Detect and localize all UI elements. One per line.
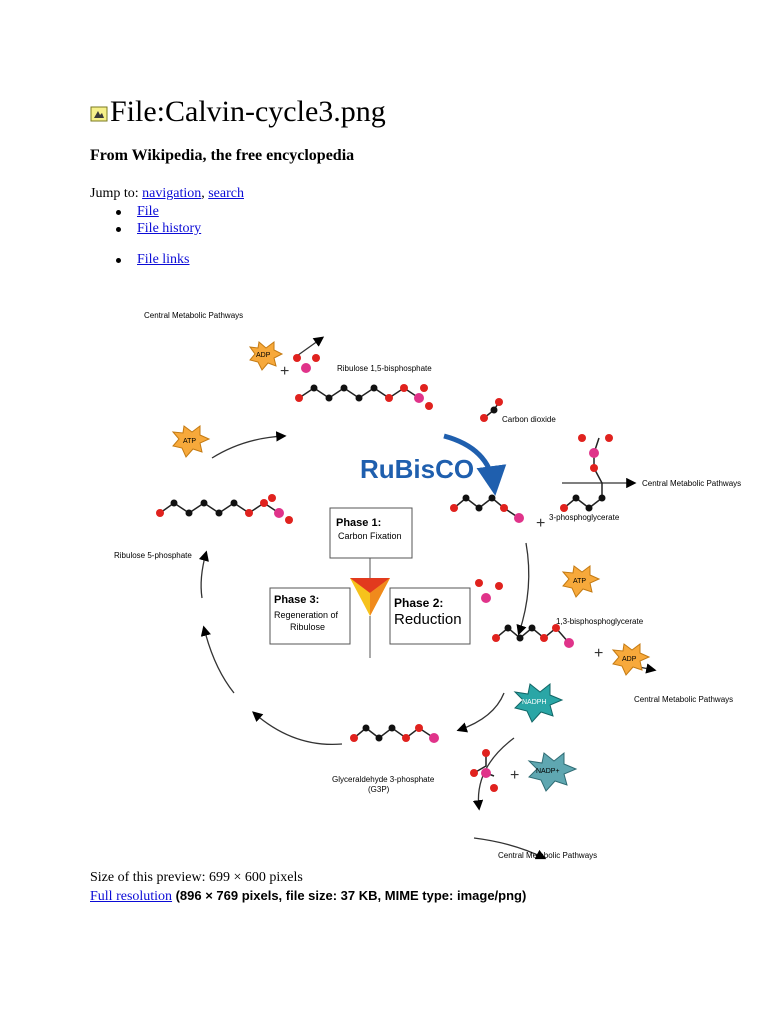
- tab-file-link[interactable]: File: [137, 204, 159, 219]
- full-resolution-line: Full resolution (896 × 769 pixels, file …: [90, 888, 526, 905]
- svg-text:NADP+: NADP+: [536, 768, 560, 775]
- full-resolution-link[interactable]: Full resolution: [90, 889, 173, 904]
- svg-text:+: +: [594, 645, 603, 662]
- svg-text:Ribulose: Ribulose: [290, 622, 325, 632]
- tab-file-links-link[interactable]: File links: [137, 252, 190, 267]
- jump-to-line: Jump to: navigation, search: [90, 186, 244, 202]
- phase-2-box: Phase 2: Reduction: [389, 587, 471, 645]
- svg-text:ADP: ADP: [256, 352, 271, 359]
- calvin-cycle-image[interactable]: Central Metabolic Pathways Ribulose 1,5-…: [94, 298, 754, 864]
- svg-text:Regeneration of: Regeneration of: [274, 610, 339, 620]
- label-g3p: Glyceraldehyde 3-phosphate: [332, 775, 435, 784]
- atp-star-right: ATP: [561, 565, 601, 598]
- preview-size-text: Size of this preview: 699 × 600 pixels: [90, 870, 303, 885]
- rubisco-arrow: [443, 433, 507, 496]
- tab-file-history: File history: [116, 221, 201, 237]
- svg-text:ADP: ADP: [622, 656, 637, 663]
- label-rubisco: RuBisCO: [360, 454, 474, 484]
- tab-file-history-link[interactable]: File history: [137, 221, 202, 236]
- label-phosphoglycerate: 3-phosphoglycerate: [549, 513, 620, 522]
- adp-star-top: ADP: [248, 341, 284, 371]
- jump-search-link[interactable]: search: [208, 186, 244, 201]
- file-icon: [90, 106, 108, 122]
- atoms: [156, 354, 613, 792]
- title-row: File:Calvin-cycle3.png: [90, 92, 386, 132]
- svg-text:Phase 3:: Phase 3:: [274, 594, 319, 606]
- svg-text:Reduction: Reduction: [394, 611, 462, 628]
- label-central-pathways-right: Central Metabolic Pathways: [642, 479, 741, 488]
- label-central-pathways-top: Central Metabolic Pathways: [144, 311, 243, 320]
- svg-text:+: +: [280, 363, 289, 380]
- svg-text:NADPH: NADPH: [522, 699, 547, 706]
- phase-3-box: Phase 3: Regeneration of Ribulose: [269, 587, 351, 645]
- plus-signs: + + + +: [280, 363, 603, 784]
- svg-text:ATP: ATP: [183, 438, 196, 445]
- adp-star-right: ADP: [611, 643, 651, 676]
- phase-1-box: Phase 1: Carbon Fixation: [329, 507, 413, 559]
- svg-text:+: +: [536, 515, 545, 532]
- label-g3p-abbrev: (G3P): [368, 785, 390, 794]
- label-central-pathways-mid: Central Metabolic Pathways: [634, 695, 733, 704]
- label-ribulose-phosphate: Ribulose 5-phosphate: [114, 551, 192, 560]
- tab-file: File: [116, 204, 159, 220]
- nadph-star: NADPH: [513, 682, 564, 723]
- page-subtitle: From Wikipedia, the free encyclopedia: [90, 147, 355, 164]
- label-central-pathways-bottom: Central Metabolic Pathways: [498, 851, 597, 860]
- label-bisphosphoglycerate: 1,3-bisphosphoglycerate: [556, 617, 644, 626]
- svg-text:Phase 2:: Phase 2:: [394, 596, 443, 610]
- label-ribulose-bisphosphate: Ribulose 1,5-bisphosphate: [337, 364, 432, 373]
- phase-triangle: [350, 558, 390, 658]
- nadp-star: NADP+: [527, 751, 578, 792]
- page-title: File:Calvin-cycle3.png: [110, 95, 386, 128]
- jump-navigation-link[interactable]: navigation: [142, 186, 202, 201]
- svg-text:ATP: ATP: [573, 578, 586, 585]
- jump-separator: ,: [201, 186, 209, 201]
- bullet: [116, 209, 121, 215]
- svg-text:+: +: [510, 767, 519, 784]
- bullet: [116, 257, 121, 263]
- svg-text:Carbon Fixation: Carbon Fixation: [338, 531, 402, 541]
- svg-text:Phase 1:: Phase 1:: [336, 517, 381, 529]
- label-carbon-dioxide: Carbon dioxide: [502, 415, 556, 424]
- full-resolution-meta: (896 × 769 pixels, file size: 37 KB, MIM…: [175, 888, 527, 903]
- jump-to-label: Jump to:: [90, 186, 139, 201]
- atp-star-left: ATP: [171, 425, 211, 458]
- bullet: [116, 226, 121, 232]
- tab-file-links: File links: [116, 252, 190, 268]
